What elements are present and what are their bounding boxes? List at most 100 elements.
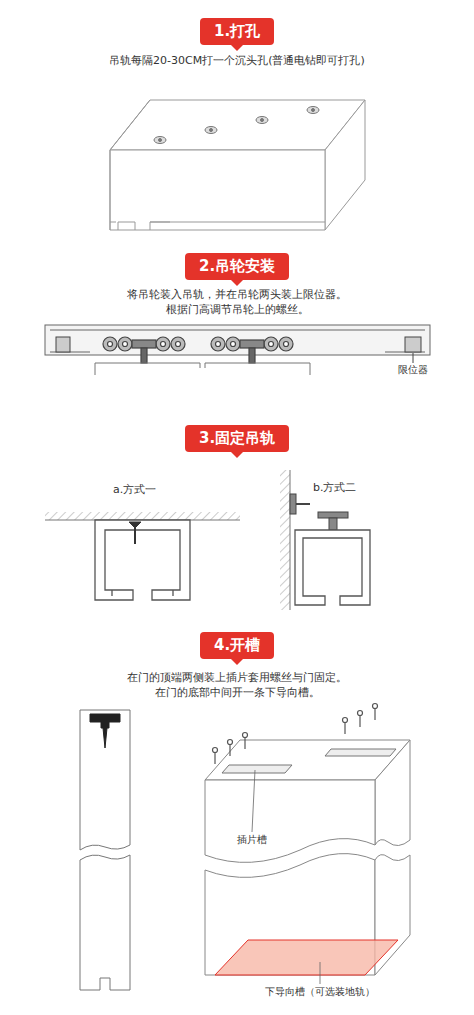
- hanger-wheel: [176, 342, 181, 347]
- bracket: [290, 494, 296, 514]
- countersunk-hole: [256, 117, 268, 124]
- rail-profile: [295, 530, 370, 605]
- screw: [214, 752, 215, 764]
- hanger-wheel: [269, 342, 274, 347]
- hanger-wheel: [279, 337, 293, 351]
- countersunk-hole: [159, 139, 162, 142]
- method-label: b.方式二: [311, 481, 358, 494]
- stopper: [56, 337, 421, 363]
- step-header: 3.固定吊轨: [185, 425, 289, 452]
- header-text: 3.固定吊轨: [199, 429, 275, 447]
- ceiling: [45, 512, 240, 520]
- header-notch: [231, 452, 243, 458]
- instruction-text: 在门的顶端两侧装上插片套用螺丝与门固定。: [125, 671, 349, 684]
- guide-groove: [215, 940, 398, 975]
- hanger-wheel: [141, 348, 147, 363]
- ceiling: [45, 512, 240, 520]
- rail-drawing: [110, 100, 150, 230]
- screw: [213, 748, 218, 753]
- countersunk-hole: [261, 119, 264, 122]
- insert-slot: [222, 765, 292, 773]
- part-label: 限位器: [396, 364, 430, 376]
- rail-drawing: [135, 222, 136, 230]
- hanger-wheel: [156, 337, 170, 351]
- screw: [359, 715, 360, 727]
- leader-line: [252, 770, 255, 832]
- screw: [129, 522, 141, 528]
- hanger-wheel: [161, 342, 166, 347]
- screw: [243, 733, 248, 738]
- rail-long: [45, 325, 430, 355]
- hanger-wheel: [108, 342, 113, 347]
- rail-drawing: [325, 100, 365, 230]
- hanger-wheel: [103, 337, 293, 363]
- step-header: 4.开槽: [200, 632, 274, 659]
- rail-long: [45, 325, 430, 355]
- header-notch: [231, 45, 243, 51]
- bracket: [329, 518, 337, 530]
- countersunk-hole: [205, 127, 217, 134]
- bracket: [296, 503, 310, 505]
- wall: [280, 470, 290, 610]
- screw: [244, 737, 245, 749]
- insert-slot: [325, 749, 396, 756]
- rail-long: [50, 330, 425, 331]
- rail-drawing: [110, 150, 325, 230]
- rail-profile: [95, 520, 190, 600]
- hanger-wheel: [123, 342, 128, 347]
- method-label: a.方式一: [111, 483, 158, 496]
- screw: [228, 740, 233, 745]
- rail-profile: [112, 590, 173, 596]
- countersunk-hole: [307, 107, 319, 114]
- door-top: [95, 363, 200, 375]
- rail-profile: [295, 530, 370, 605]
- countersunk-hole: [154, 107, 319, 144]
- stopper: [56, 337, 70, 352]
- screw: [343, 718, 348, 723]
- screw: [229, 744, 230, 756]
- header-text: 1.打孔: [214, 22, 260, 40]
- door-body: [205, 780, 375, 862]
- wall: [280, 470, 290, 610]
- rail-drawing: [150, 222, 151, 230]
- stopper: [413, 353, 414, 363]
- rail-profile: [95, 520, 190, 600]
- hanger-wheel: [132, 340, 156, 348]
- hanger-wheel: [284, 342, 289, 347]
- bracket: [318, 512, 348, 518]
- wall: [290, 470, 291, 610]
- instruction-text: 吊轨每隔20-30CM打一个沉头孔(普通电钻即可打孔): [107, 54, 367, 67]
- part-label: 下导向槽（可选装地轨）: [263, 986, 377, 998]
- hanger-wheel: [226, 337, 240, 351]
- screw: [134, 528, 136, 544]
- hanger-wheel: [240, 340, 264, 348]
- stopper: [405, 337, 421, 352]
- insert-slot: [222, 749, 396, 773]
- header-notch: [231, 659, 243, 665]
- part-label: 插片槽: [235, 834, 269, 846]
- door-section: [80, 710, 130, 990]
- instruction-text: 根据门高调节吊轮上的螺丝。: [164, 303, 311, 316]
- hanger-wheel: [231, 342, 236, 347]
- hanger-wheel: [211, 337, 225, 351]
- screw: [213, 704, 378, 765]
- door-section: [80, 710, 130, 850]
- door-body: [205, 740, 410, 975]
- hanger-wheel: [249, 348, 255, 363]
- door-body: [205, 740, 410, 780]
- insert-piece: [90, 714, 120, 728]
- hanger-wheel: [103, 337, 117, 351]
- rail-drawing: [110, 222, 170, 230]
- hanger-wheel: [171, 337, 185, 351]
- leader-line: [252, 770, 320, 984]
- screw: [373, 704, 378, 709]
- countersunk-hole: [210, 129, 213, 132]
- header-text: 2.吊轮安装: [199, 257, 275, 275]
- bracket: [290, 494, 348, 530]
- door-top: [205, 363, 310, 375]
- countersunk-hole: [312, 109, 315, 112]
- screw: [358, 711, 363, 716]
- hanger-wheel: [216, 342, 221, 347]
- door-top: [95, 363, 310, 375]
